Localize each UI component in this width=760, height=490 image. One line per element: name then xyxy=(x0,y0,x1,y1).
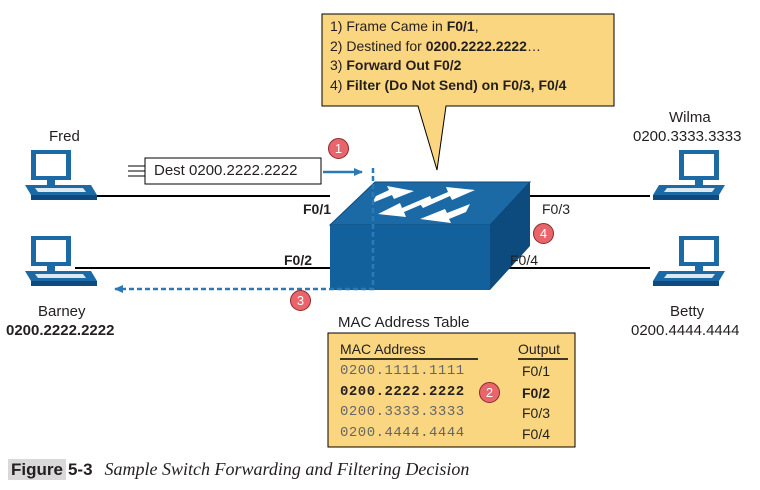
wilma-label: Wilma xyxy=(669,109,711,126)
callout-box xyxy=(321,13,615,171)
figure-label: Figure xyxy=(8,459,66,480)
mac-table-header-output: Output xyxy=(518,341,561,357)
betty-label: Betty xyxy=(670,303,705,320)
port-f01-label: F0/1 xyxy=(303,201,332,217)
frame-label-box xyxy=(128,157,322,185)
mac-table-header-mac: MAC Address xyxy=(340,341,426,357)
wilma-pc-icon xyxy=(653,150,725,200)
frame-dest-label: Dest 0200.2222.2222 xyxy=(154,162,298,179)
switch-decision-callout: 1) Frame Came in F0/1, 2) Destined for 0… xyxy=(322,14,614,106)
mac-table-row-1-output: F0/1 xyxy=(522,363,551,379)
mac-table-title: MAC Address Table xyxy=(338,314,470,331)
mac-table-row-1-mac: 0200.1111.1111 xyxy=(340,363,465,379)
betty-pc-icon xyxy=(653,236,725,286)
barney-mac: 0200.2222.2222 xyxy=(6,322,115,339)
mac-table-row-3-mac: 0200.3333.3333 xyxy=(340,404,465,420)
fred-label: Fred xyxy=(49,128,80,145)
barney-pc-icon xyxy=(25,236,97,286)
mac-table-row-2-mac: 0200.2222.2222 xyxy=(340,384,465,400)
step-badge-1: 1 xyxy=(328,138,349,159)
switch-icon xyxy=(328,181,532,290)
step-badge-2: 2 xyxy=(479,382,500,403)
step-badge-3: 3 xyxy=(290,290,311,311)
frame-arrow-out xyxy=(114,168,375,293)
figure-title: Sample Switch Forwarding and Filtering D… xyxy=(104,459,470,479)
callout-line-3: 3) Forward Out F0/2 xyxy=(330,57,462,73)
mac-table-row-4-mac: 0200.4444.4444 xyxy=(340,425,465,441)
port-f02-label: F0/2 xyxy=(284,252,313,268)
port-f03-label: F0/3 xyxy=(542,201,571,217)
fred-pc-icon xyxy=(25,150,97,200)
mac-table-row-4-output: F0/4 xyxy=(522,426,551,442)
barney-label: Barney xyxy=(38,303,86,320)
port-f04-label: F0/4 xyxy=(510,252,539,268)
callout-line-1: 1) Frame Came in F0/1, xyxy=(330,18,479,34)
figure-number: 5-3 xyxy=(67,460,93,479)
callout-line-4: 4) Filter (Do Not Send) on F0/3, F0/4 xyxy=(330,76,567,93)
mac-table-row-3-output: F0/3 xyxy=(522,405,551,421)
betty-mac: 0200.4444.4444 xyxy=(631,322,740,339)
mac-table-row-2-output: F0/2 xyxy=(522,385,551,401)
wilma-mac: 0200.3333.3333 xyxy=(633,128,742,145)
callout-line-2: 2) Destined for 0200.2222.2222… xyxy=(330,37,541,54)
mac-table-box xyxy=(327,332,576,448)
step-badge-4: 4 xyxy=(533,223,554,244)
